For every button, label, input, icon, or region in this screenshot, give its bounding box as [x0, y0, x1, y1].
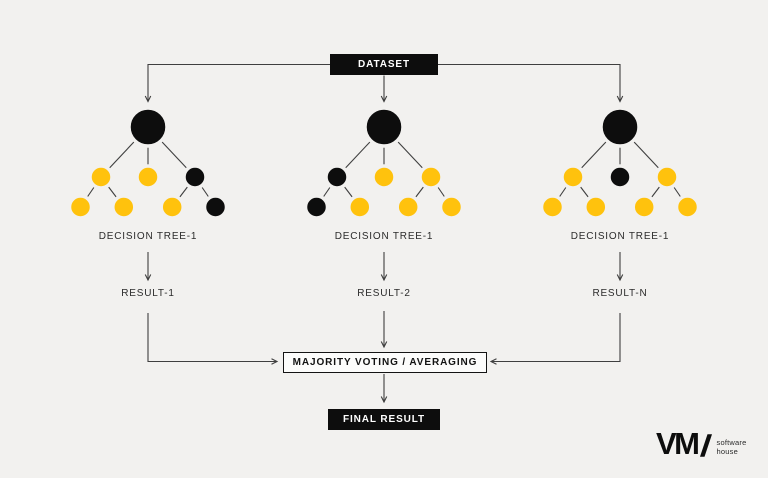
decision-tree-2 — [303, 107, 465, 220]
logo-slash-icon — [699, 434, 712, 457]
dataset-label: DATASET — [357, 59, 411, 70]
result1-label: RESULT-1 — [121, 288, 175, 299]
tree3-label: DECISION TREE-1 — [570, 231, 670, 242]
final-result-box: FINAL RESULT — [328, 409, 440, 430]
dataset-box: DATASET — [330, 54, 438, 75]
logo-tagline-line1: software — [716, 438, 747, 447]
arrow-resultn-to-voting — [489, 313, 621, 365]
decision-tree-1 — [67, 107, 229, 220]
majority-voting-box: MAJORITY VOTING / AVERAGING — [283, 352, 487, 373]
logo-tagline-line2: house — [716, 446, 738, 456]
majority-voting-label: MAJORITY VOTING / AVERAGING — [292, 357, 478, 368]
result2-label: RESULT-2 — [357, 288, 411, 299]
arrow-dataset-to-tree1 — [144, 63, 330, 103]
arrow-dataset-to-tree3 — [438, 63, 624, 103]
tree1-label: DECISION TREE-1 — [98, 231, 198, 242]
resultn-label: RESULT-N — [592, 288, 648, 299]
arrow-result1-to-voting — [147, 313, 279, 365]
final-result-label: FINAL RESULT — [342, 414, 426, 425]
vm-software-house-logo: VM software house — [656, 426, 747, 461]
decision-tree-3 — [539, 107, 701, 220]
tree2-label: DECISION TREE-1 — [334, 231, 434, 242]
logo-brand-text: VM — [656, 426, 700, 461]
logo-tagline: software house — [716, 438, 747, 456]
